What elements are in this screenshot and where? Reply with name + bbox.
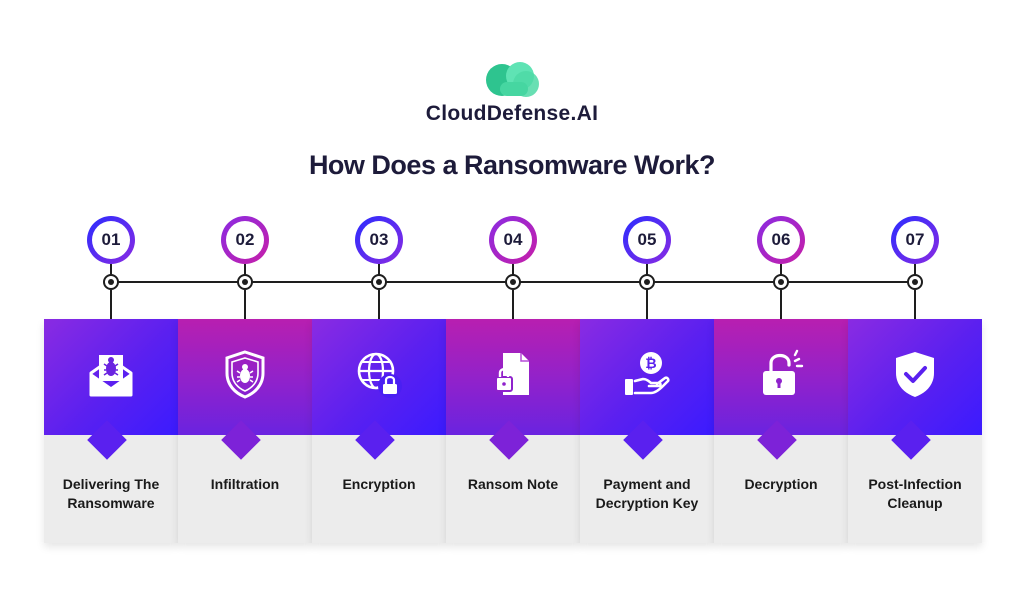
globe-lock-icon — [357, 352, 402, 398]
step-number: 05 — [628, 221, 666, 259]
step-number: 04 — [494, 221, 532, 259]
timeline-node — [371, 274, 387, 290]
bitcoin-hand-icon: ₿ — [625, 352, 670, 395]
page-title: How Does a Ransomware Work? — [308, 150, 716, 180]
step-card-header — [446, 319, 580, 435]
step-card: Infiltration — [178, 319, 312, 543]
step-number-badge: 01 — [87, 216, 135, 264]
timeline-node — [103, 274, 119, 290]
step-card-header: ₿ — [580, 319, 714, 435]
step-card: Ransom Note — [446, 319, 580, 543]
step-number: 01 — [92, 221, 130, 259]
step-card: Decryption — [714, 319, 848, 543]
step-card-header — [848, 319, 982, 435]
step-number: 06 — [762, 221, 800, 259]
step-card-header — [312, 319, 446, 435]
step-number-badge: 03 — [355, 216, 403, 264]
timeline-node — [237, 274, 253, 290]
step-number-badge: 05 — [623, 216, 671, 264]
locked-document-icon — [495, 353, 529, 395]
step-6: 06 Decryption — [714, 0, 848, 605]
step-number: 02 — [226, 221, 264, 259]
step-number: 07 — [896, 221, 934, 259]
step-number: 03 — [360, 221, 398, 259]
timeline-node — [907, 274, 923, 290]
cloud-logo-icon — [486, 62, 539, 97]
timeline-node — [639, 274, 655, 290]
shield-check-icon — [896, 352, 934, 397]
step-label: Encryption — [342, 476, 416, 492]
step-card-header — [714, 319, 848, 435]
bug-shield-icon — [225, 350, 265, 399]
step-number-badge: 07 — [891, 216, 939, 264]
step-label: Ransom Note — [467, 476, 559, 492]
step-number-badge: 06 — [757, 216, 805, 264]
step-4: 04 Ransom Note — [446, 0, 580, 605]
svg-text:₿: ₿ — [645, 356, 656, 372]
step-3: 03 Encryption — [312, 0, 446, 605]
unlock-icon — [763, 349, 804, 395]
step-label: Decryption — [744, 476, 818, 492]
timeline-node — [773, 274, 789, 290]
bug-envelope-icon — [89, 355, 133, 397]
step-card-header — [178, 319, 312, 435]
step-label: Infiltration — [210, 476, 280, 492]
step-2: 02 Infiltration — [178, 0, 312, 605]
timeline-node — [505, 274, 521, 290]
step-card-header — [44, 319, 178, 435]
step-card: Encryption — [312, 319, 446, 543]
brand-name: CloudDefense.AI — [425, 102, 599, 125]
step-number-badge: 04 — [489, 216, 537, 264]
step-number-badge: 02 — [221, 216, 269, 264]
